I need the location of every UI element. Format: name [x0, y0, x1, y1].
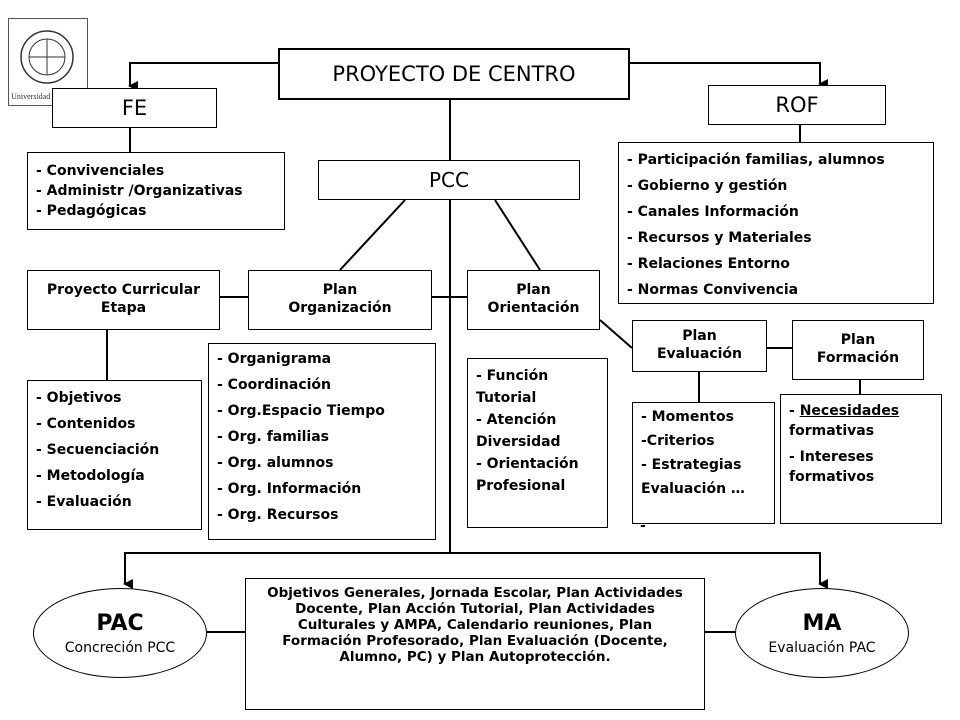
line-pori-peva	[599, 319, 633, 349]
plan-orientacion-box: Plan Orientación	[467, 270, 600, 330]
peva-item: -Criterios	[641, 433, 715, 449]
pori-title-line: Plan	[516, 282, 551, 298]
proyecto-curricular-box: Proyecto Curricular Etapa	[27, 270, 220, 330]
pce-item: - Secuenciación	[36, 442, 160, 458]
arrow-to-rof	[630, 62, 828, 89]
peva-trailing-dash: -	[640, 518, 646, 534]
pfor-item: - Intereses	[789, 449, 874, 465]
pori-title-line: Orientación	[487, 300, 580, 316]
fe-list-box: - Convivenciales - Administr /Organizati…	[27, 152, 285, 230]
pori-item: - Atención	[476, 412, 557, 428]
fe-box: FE	[52, 88, 217, 128]
rof-box: ROF	[708, 85, 886, 125]
porg-list-box: - Organigrama - Coordinación - Org.Espac…	[208, 343, 436, 540]
objetivos-text: Objetivos Generales, Jornada Escolar, Pl…	[267, 585, 683, 665]
peva-item: - Estrategias	[641, 457, 742, 473]
proyecto-title: PROYECTO DE CENTRO	[332, 62, 576, 86]
pce-item: - Contenidos	[36, 416, 136, 432]
ma-title: MA	[802, 610, 842, 636]
pcc-box: PCC	[318, 160, 580, 200]
fe-item: - Convivenciales	[36, 163, 165, 179]
plan-formacion-box: Plan Formación	[792, 320, 924, 380]
plan-organizacion-box: Plan Organización	[248, 270, 432, 330]
rof-item: - Recursos y Materiales	[627, 230, 812, 246]
pce-list-box: - Objetivos - Contenidos - Secuenciación…	[27, 380, 202, 530]
porg-title-line: Organización	[288, 300, 392, 316]
pfor-item: formativas	[789, 423, 875, 439]
pori-item: Diversidad	[476, 434, 561, 450]
rof-item: - Participación familias, alumnos	[627, 152, 885, 168]
porg-item: - Org.Espacio Tiempo	[217, 403, 385, 419]
peva-item: Evaluación …	[641, 481, 745, 497]
pac-title: PAC	[96, 610, 144, 636]
pfor-item: -	[789, 403, 800, 419]
bottom-distribution	[124, 552, 821, 578]
rof-item: - Canales Información	[627, 204, 799, 220]
pce-item: - Objetivos	[36, 390, 122, 406]
porg-item: - Organigrama	[217, 351, 332, 367]
porg-item: - Org. Información	[217, 481, 362, 497]
rof-item: - Gobierno y gestión	[627, 178, 788, 194]
pce-title-line: Proyecto Curricular	[46, 282, 201, 298]
porg-item: - Coordinación	[217, 377, 332, 393]
line-pcc-porg	[339, 199, 406, 271]
pac-subtitle: Concreción PCC	[64, 639, 176, 656]
pori-item: - Función	[476, 368, 549, 384]
ma-subtitle: Evaluación PAC	[768, 639, 876, 656]
pfor-item: formativos	[789, 469, 875, 485]
pfor-item-underlined: Necesidades	[799, 403, 900, 419]
pori-item: - Orientación	[476, 456, 579, 472]
pori-item: Tutorial	[476, 390, 537, 406]
arrow-to-fe	[128, 62, 278, 91]
pfor-title-line: Plan	[840, 332, 876, 348]
svg-text:Universidad de Huelva: Universidad de Huelva	[11, 92, 85, 101]
pce-title-line: Etapa	[100, 300, 147, 316]
porg-title-line: Plan	[322, 282, 358, 298]
porg-item: - Org. Recursos	[217, 507, 339, 523]
plan-evaluacion-box: Plan Evaluación	[632, 320, 767, 372]
fe-item: - Pedagógicas	[36, 203, 147, 219]
ma-ellipse: MA Evaluación PAC	[735, 588, 909, 678]
rof-item: - Normas Convivencia	[627, 282, 799, 298]
pce-item: - Evaluación	[36, 494, 132, 510]
pac-ellipse: PAC Concreción PCC	[33, 588, 207, 678]
peva-title-line: Plan	[682, 328, 717, 344]
porg-item: - Org. alumnos	[217, 455, 334, 471]
pcc-title: PCC	[429, 168, 469, 192]
pori-item: Profesional	[476, 478, 566, 494]
pori-list-box: - Función Tutorial - Atención Diversidad…	[467, 358, 608, 528]
pfor-list-box: - Necesidades formativas - Intereses for…	[780, 394, 942, 524]
fe-title: FE	[121, 96, 148, 120]
peva-title-line: Evaluación	[656, 346, 743, 362]
peva-list-box: - Momentos -Criterios - Estrategias Eval…	[632, 402, 775, 524]
rof-title: ROF	[775, 93, 819, 117]
pce-item: - Metodología	[36, 468, 145, 484]
objetivos-box: Objetivos Generales, Jornada Escolar, Pl…	[245, 578, 705, 710]
line-pcc-pori	[494, 199, 541, 271]
porg-item: - Org. familias	[217, 429, 330, 445]
peva-item: - Momentos	[641, 409, 734, 425]
university-seal-icon: Universidad de Huelva	[11, 30, 85, 101]
fe-item: - Administr /Organizativas	[36, 183, 243, 199]
pfor-title-line: Formación	[816, 350, 900, 366]
proyecto-de-centro-box: PROYECTO DE CENTRO	[278, 48, 630, 100]
rof-item: - Relaciones Entorno	[627, 256, 790, 272]
rof-list-box: - Participación familias, alumnos - Gobi…	[618, 142, 934, 304]
